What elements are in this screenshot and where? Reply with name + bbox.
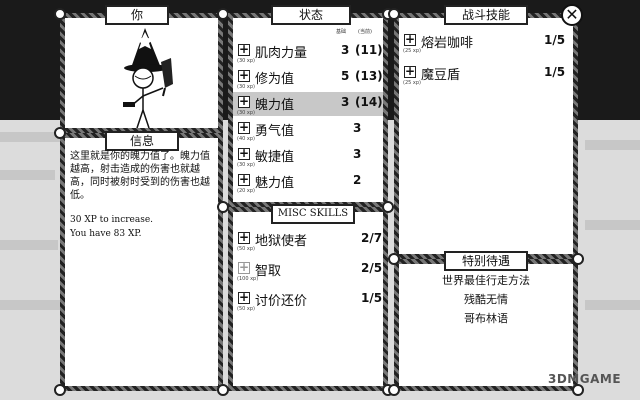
stat-row-courage: + 勇气值 (40 xp) 3 xyxy=(233,118,383,142)
misc-skill-cost: (50 xp) xyxy=(237,246,255,252)
stat-base-value: 5 xyxy=(341,69,350,83)
increase-lava-coffee-button[interactable]: + xyxy=(404,32,416,46)
stats-col-current-header: (当前) xyxy=(358,29,372,35)
misc-skill-cost: (100 xp) xyxy=(237,276,259,282)
stat-row-cultivation: + 修为值 (30 xp) 5 (13) xyxy=(233,66,383,90)
rope-knot xyxy=(388,8,400,20)
background-stripe xyxy=(0,170,55,180)
close-button[interactable]: ✕ xyxy=(561,4,583,26)
character-portrait xyxy=(123,28,173,128)
rope-knot xyxy=(382,201,394,213)
combat-skill-label: 魔豆盾 xyxy=(421,68,461,83)
misc-skill-value: 2/5 xyxy=(361,261,383,275)
stat-base-value: 3 xyxy=(341,43,350,57)
misc-skill-row: + 讨价还价 (50 xp) 1/5 xyxy=(233,288,383,312)
background-stripe xyxy=(585,300,640,310)
stat-cost: (30 xp) xyxy=(237,58,255,64)
background-stripe xyxy=(0,132,60,142)
stat-cost: (30 xp) xyxy=(237,84,255,90)
misc-skill-value: 2/7 xyxy=(361,231,383,245)
stat-current-value: (13) xyxy=(355,69,383,83)
perk-item: 残酷无情 xyxy=(464,293,508,306)
misc-skill-cost: (50 xp) xyxy=(237,306,255,312)
stat-row-grit[interactable]: + 魄力值 (30 xp) 3 (14) xyxy=(233,92,383,116)
stat-row-charm: + 魅力值 (20 xp) 2 xyxy=(233,170,383,194)
increase-agility-button[interactable]: + xyxy=(238,146,250,160)
misc-skills-title: MISC SKILLS xyxy=(271,204,355,224)
stat-cost: (20 xp) xyxy=(237,188,255,194)
stat-cost: (30 xp) xyxy=(237,110,255,116)
combat-skill-cost: (25 xp) xyxy=(403,48,421,54)
stat-row-strength: + 肌肉力量 (30 xp) 3 (11) xyxy=(233,40,383,64)
perk-item: 哥布林语 xyxy=(464,312,508,325)
stat-label: 魄力值 xyxy=(255,98,295,113)
stats-panel: 状态 基础 (当前) + 肌肉力量 (30 xp) 3 (11) + 修为值 (… xyxy=(228,5,388,207)
increase-cultivation-button[interactable]: + xyxy=(238,68,250,82)
increase-courage-button[interactable]: + xyxy=(238,120,250,134)
info-panel: 信息 这里就是你的魄力值了。魄力值越高，射击造成的伤害也就越高，同时被射时受到的… xyxy=(60,131,223,391)
increase-barter-button[interactable]: + xyxy=(238,290,250,304)
stat-current-value: (14) xyxy=(355,95,383,109)
background-stripe xyxy=(585,140,640,150)
combat-skills-title: 战斗技能 xyxy=(444,5,528,25)
perk-item: 世界最佳行走方法 xyxy=(442,274,530,287)
background-stripe xyxy=(585,220,640,230)
misc-skill-label: 地狱使者 xyxy=(255,234,308,249)
stat-base-value: 3 xyxy=(341,95,350,109)
misc-skill-label: 智取 xyxy=(255,264,282,279)
increase-outwit-button[interactable]: + xyxy=(238,260,250,274)
info-description: 这里就是你的魄力值了。魄力值越高，射击造成的伤害也就越高，同时被射时受到的伤害也… xyxy=(70,151,210,201)
misc-skill-value: 1/5 xyxy=(361,291,383,305)
combat-skills-panel: 战斗技能 + 熔岩咖啡 (25 xp) 1/5 + 魔豆盾 (25 xp) 1/… xyxy=(394,5,578,259)
misc-skill-row: + 智取 (100 xp) 2/5 xyxy=(233,258,383,282)
background-stripe xyxy=(0,300,60,310)
you-panel: 你 xyxy=(60,5,223,133)
perks-panel-title: 特别待遇 xyxy=(444,251,528,271)
info-xp-cost: 30 XP to increase. xyxy=(70,215,154,225)
increase-bean-shield-button[interactable]: + xyxy=(404,64,416,78)
stat-label: 肌肉力量 xyxy=(255,46,308,61)
combat-skill-row: + 魔豆盾 (25 xp) 1/5 xyxy=(399,62,573,86)
stat-row-agility: + 敏捷值 (30 xp) 3 xyxy=(233,144,383,168)
rope-knot xyxy=(572,253,584,265)
stat-label: 修为值 xyxy=(255,72,295,87)
combat-skill-value: 1/5 xyxy=(544,33,566,47)
increase-charm-button[interactable]: + xyxy=(238,172,250,186)
you-panel-title: 你 xyxy=(105,5,169,25)
stat-cost: (30 xp) xyxy=(237,162,255,168)
rope-knot xyxy=(217,201,229,213)
increase-grit-button[interactable]: + xyxy=(238,94,250,108)
stat-label: 敏捷值 xyxy=(255,150,295,165)
increase-reaper-button[interactable]: + xyxy=(238,230,250,244)
close-icon: ✕ xyxy=(565,5,579,24)
misc-skills-panel: MISC SKILLS + 地狱使者 (50 xp) 2/7 + 智取 (100… xyxy=(228,204,388,391)
combat-skill-cost: (25 xp) xyxy=(403,80,421,86)
combat-skill-row: + 熔岩咖啡 (25 xp) 1/5 xyxy=(399,30,573,54)
info-xp-available: You have 83 XP. xyxy=(70,229,142,239)
stat-cost: (40 xp) xyxy=(237,136,255,142)
rope-knot xyxy=(388,253,400,265)
info-panel-title: 信息 xyxy=(105,131,179,151)
stat-current-value: (11) xyxy=(355,43,383,57)
stat-base-value: 3 xyxy=(353,147,362,161)
rope-knot xyxy=(54,127,66,139)
combat-skill-label: 熔岩咖啡 xyxy=(421,36,474,51)
stats-col-base-header: 基础 xyxy=(336,29,347,35)
stat-base-value: 2 xyxy=(353,173,362,187)
combat-skill-value: 1/5 xyxy=(544,65,566,79)
stat-label: 魅力值 xyxy=(255,176,295,191)
background-stripe xyxy=(0,240,58,250)
rope-knot xyxy=(572,384,584,396)
increase-strength-button[interactable]: + xyxy=(238,42,250,56)
perks-panel: 特别待遇 世界最佳行走方法 残酷无情 哥布林语 xyxy=(394,251,578,391)
rope-knot xyxy=(54,384,66,396)
stats-panel-title: 状态 xyxy=(271,5,351,25)
stat-label: 勇气值 xyxy=(255,124,295,139)
misc-skill-row: + 地狱使者 (50 xp) 2/7 xyxy=(233,228,383,252)
watermark: 3DMGAME xyxy=(548,372,622,386)
stat-base-value: 3 xyxy=(353,121,362,135)
misc-skill-label: 讨价还价 xyxy=(255,294,308,309)
rope-knot xyxy=(54,8,66,20)
rope-knot xyxy=(388,384,400,396)
